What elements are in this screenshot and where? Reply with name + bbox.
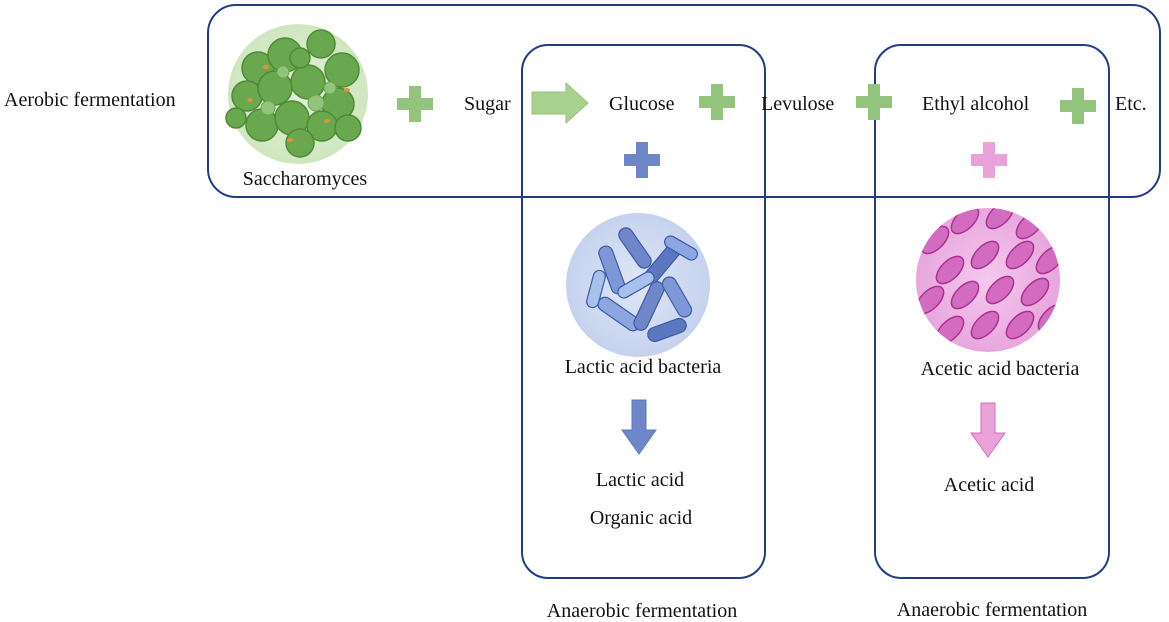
arrow-right-icon [531,81,589,125]
plus-icon-glucose-levulose [699,84,735,120]
plus-icon-yeast-sugar [397,86,433,122]
acetic-anaerobic-fermentation-label: Anaerobic fermentation [896,599,1088,621]
lactic-acid-bacteria-label: Lactic acid bacteria [564,356,722,378]
lactic-acid-label: Lactic acid [595,469,685,491]
aerobic-fermentation-label: Aerobic fermentation [4,89,176,111]
acetic-acid-bacteria-label: Acetic acid bacteria [920,358,1080,380]
arrow-down-icon-acetic [970,402,1006,458]
levulose-label: Levulose [761,93,835,115]
acetic-anaerobic-box [874,44,1110,579]
lactic-anaerobic-fermentation-label: Anaerobic fermentation [546,600,738,622]
plus-icon-lactic [624,142,660,178]
aerobic-box [207,4,1161,198]
lactic-anaerobic-box [521,44,766,579]
organic-acid-label: Organic acid [589,507,693,529]
glucose-label: Glucose [609,93,675,115]
plus-icon-ethyl-etc [1060,88,1096,124]
ethyl-alcohol-label: Ethyl alcohol [922,93,1030,115]
saccharomyces-cells-icon [225,24,368,164]
sugar-label: Sugar [464,93,511,115]
arrow-down-icon-lactic [621,399,657,455]
lactic-acid-bacteria-icon [566,213,710,357]
acetic-acid-label: Acetic acid [943,474,1035,496]
acetic-acid-bacteria-icon [916,208,1060,352]
plus-icon-levulose-ethyl [856,84,892,120]
plus-icon-acetic [971,142,1007,178]
saccharomyces-label: Saccharomyces [242,168,368,190]
etc-label: Etc. [1115,93,1147,115]
